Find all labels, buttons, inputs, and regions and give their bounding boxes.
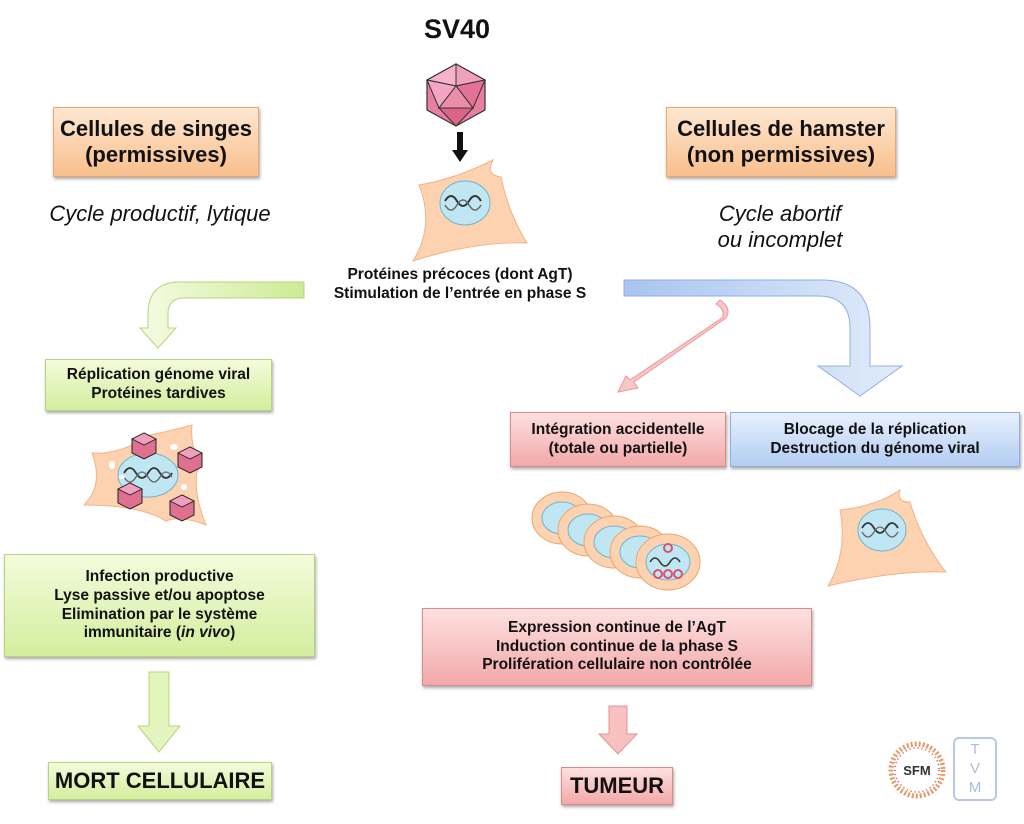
virion-icon — [177, 446, 203, 474]
normal-cell-icon — [826, 488, 948, 587]
sfm-logo-text: SFM — [903, 763, 930, 778]
permissive-cells-header: Cellules de singes (permissives) — [53, 107, 259, 177]
virion-icon — [131, 432, 157, 460]
arrow-down-icon — [452, 132, 468, 162]
transformed-cells-icon — [531, 491, 701, 591]
pink-down-arrow-icon — [597, 705, 639, 755]
infected-cell-icon — [82, 424, 207, 526]
virion-icon — [169, 494, 195, 522]
replication-blocking-box: Blocage de la réplication Destruction du… — [730, 412, 1020, 467]
virion-icon — [117, 482, 143, 510]
cell-death-outcome: MORT CELLULAIRE — [48, 762, 272, 800]
tvm-logo: TVM — [953, 737, 997, 801]
blue-curved-arrow-icon — [623, 279, 904, 397]
replication-box: Réplication génome viral Protéines tardi… — [45, 359, 272, 411]
tvm-logo-text: TVM — [968, 741, 982, 796]
abortive-cycle-label: Cycle abortif ou incomplet — [717, 201, 843, 253]
pink-thin-arrow-icon — [617, 299, 729, 393]
sfm-logo: SFM — [888, 741, 946, 799]
green-curved-arrow-icon — [138, 281, 305, 349]
integration-box: Intégration accidentelle (totale ou part… — [510, 412, 726, 467]
green-down-arrow-icon — [136, 671, 182, 753]
title-sv40: SV40 — [423, 14, 491, 44]
tumor-outcome: TUMEUR — [561, 767, 673, 805]
virus-icon — [425, 63, 487, 127]
continuous-expression-box: Expression continue de l’AgT Induction c… — [422, 608, 812, 686]
transformed-cell-icon — [635, 533, 701, 591]
productive-cycle-label: Cycle productif, lytique — [49, 201, 271, 226]
host-cell-icon — [411, 158, 528, 262]
early-proteins-text: Protéines précoces (dont AgT) Stimulatio… — [333, 266, 587, 302]
productive-infection-box: Infection productive Lyse passive et/ou … — [4, 554, 315, 657]
nonpermissive-cells-header: Cellules de hamster (non permissives) — [666, 107, 896, 177]
